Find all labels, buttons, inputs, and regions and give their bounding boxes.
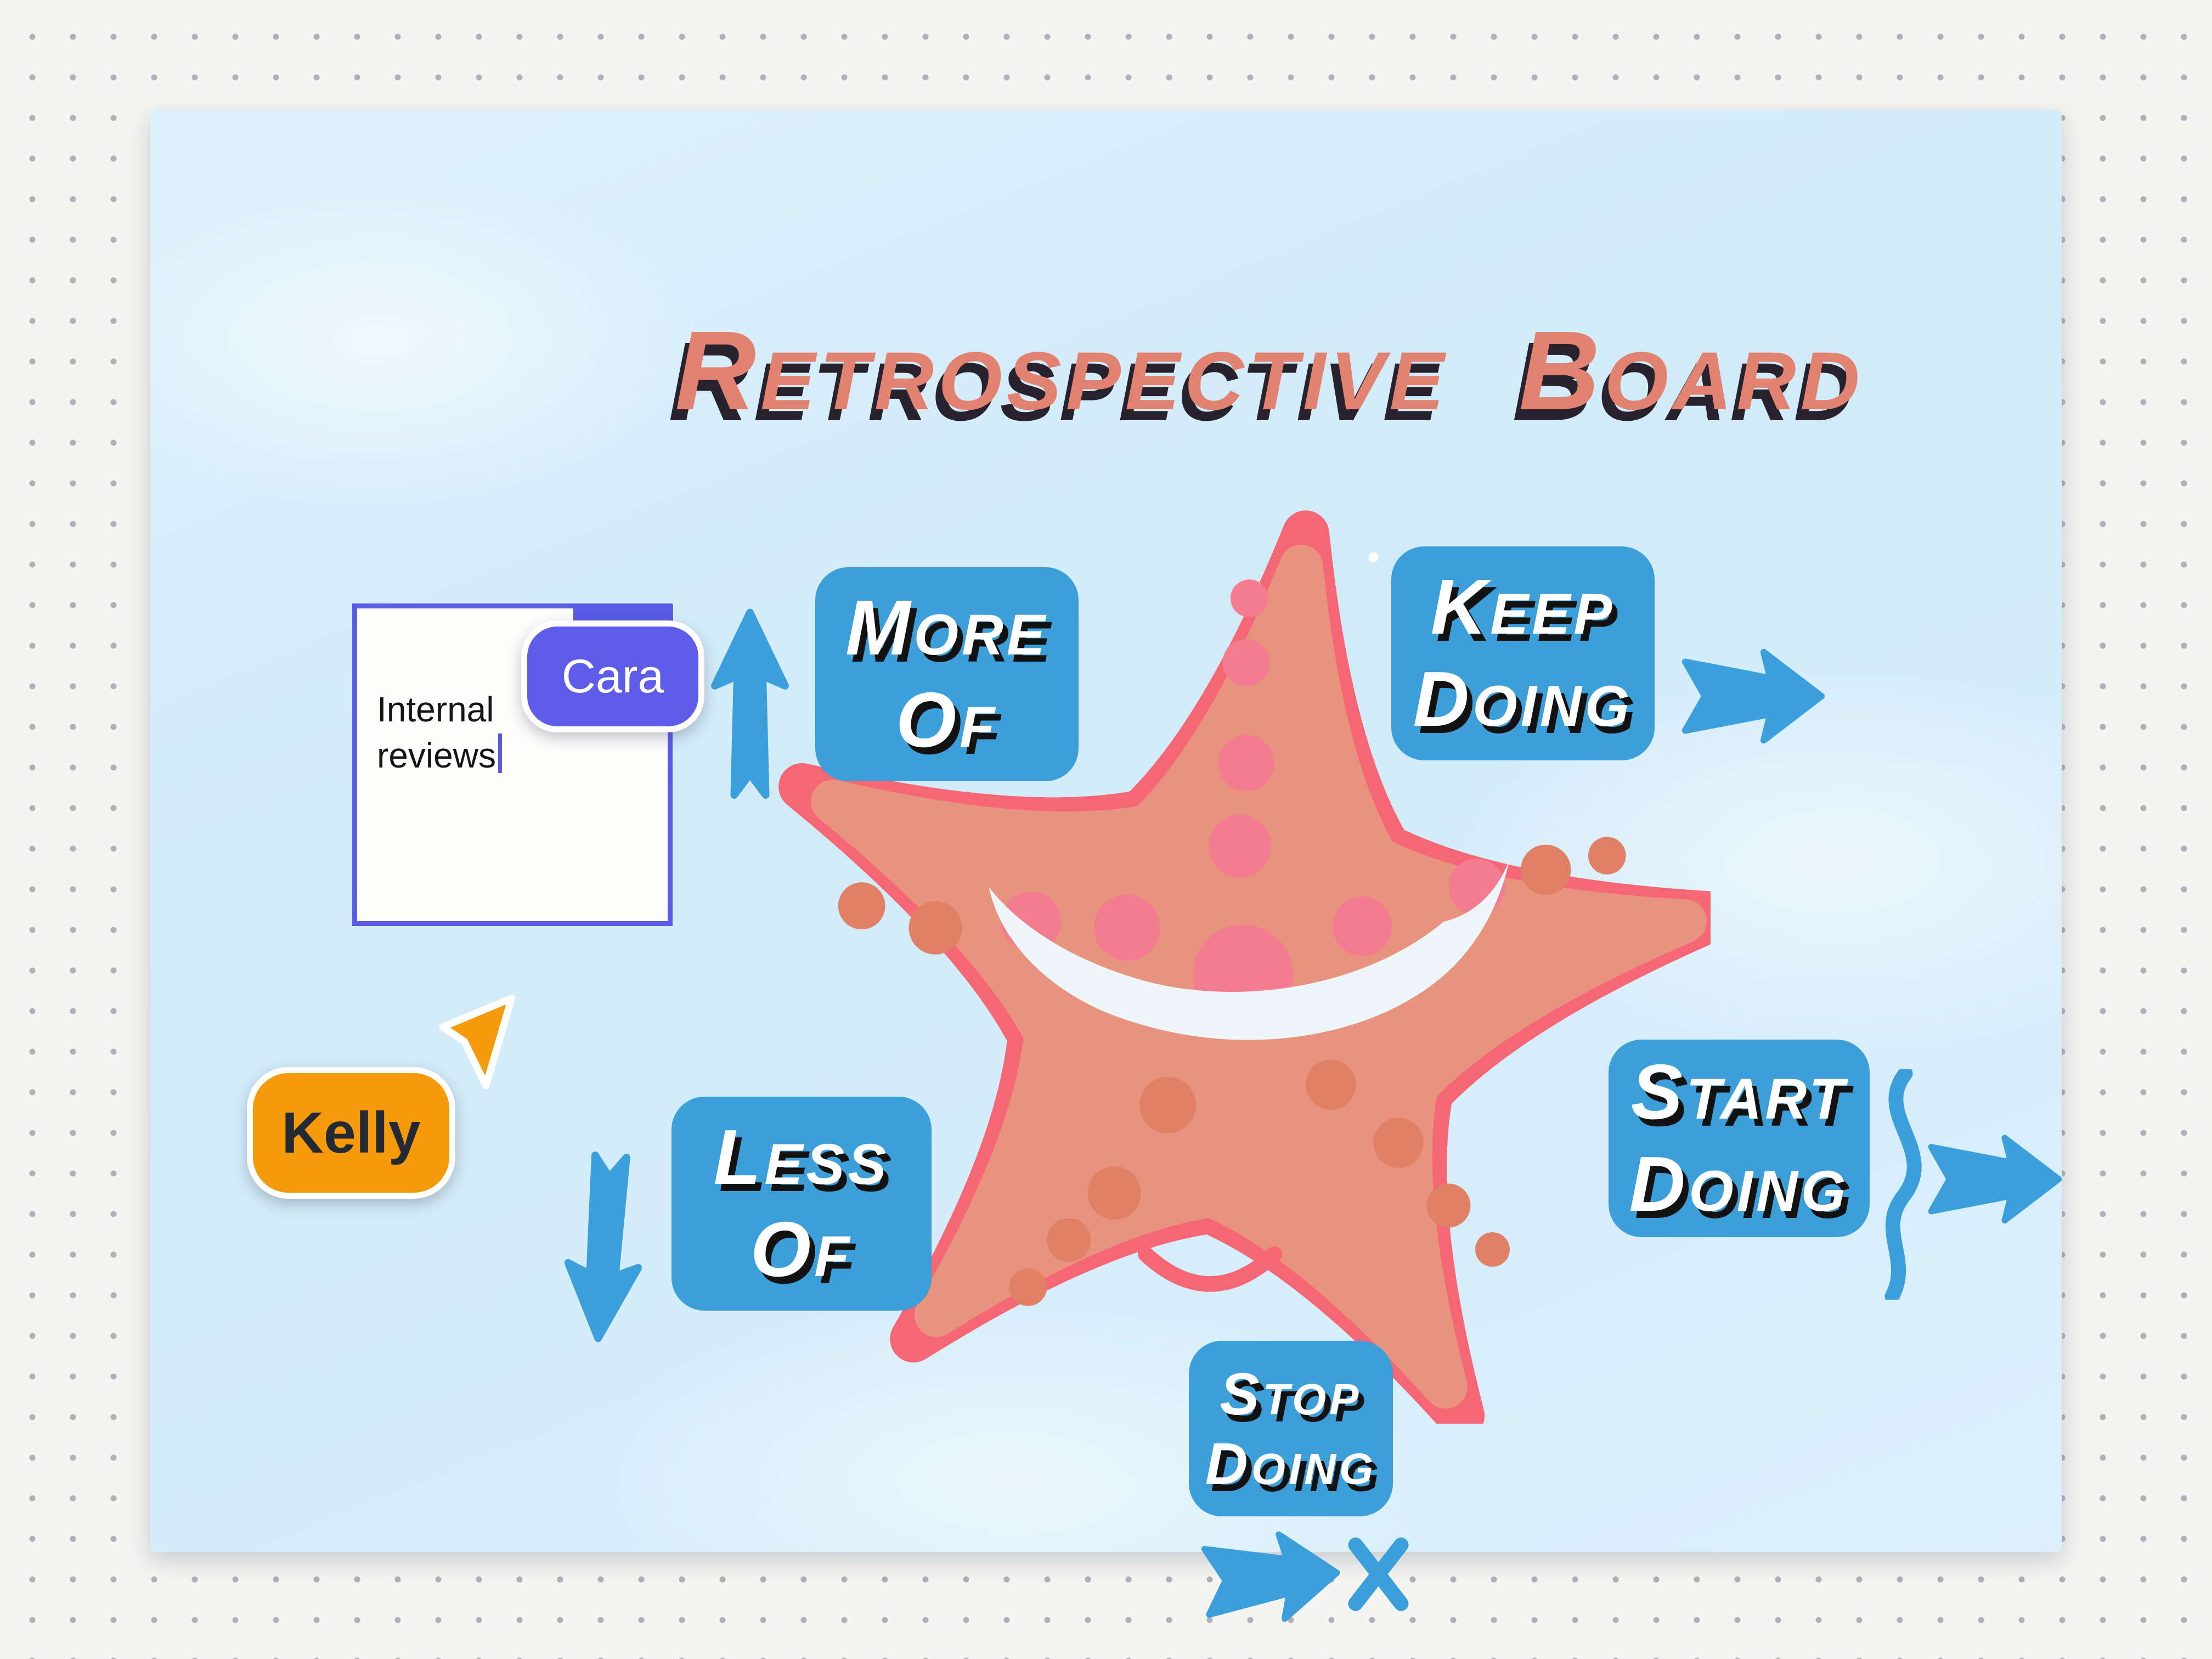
x-icon <box>1348 1537 1409 1611</box>
sticky-note-text[interactable]: Internal reviews <box>377 686 558 778</box>
category-box-keep-doing[interactable]: Keep doing <box>1391 546 1655 760</box>
squiggle-arrow-icon[interactable] <box>1870 1069 2068 1300</box>
collaborator-name: Kelly <box>281 1100 421 1165</box>
cara-selection-bar <box>573 605 673 622</box>
board-title-word1: Retrospective <box>675 308 1449 433</box>
category-label-line2: of <box>750 1206 853 1293</box>
collaborator-tag-cara: Cara <box>521 620 704 732</box>
starfish-smile <box>989 859 1510 1040</box>
board-title[interactable]: Retrospective Board <box>644 303 1895 438</box>
collaborator-tag-kelly: Kelly <box>247 1067 455 1199</box>
category-label-line2: of <box>895 676 998 764</box>
text-cursor-caret <box>498 733 502 773</box>
category-label-line2: doing <box>1205 1430 1377 1497</box>
starfish-illustration[interactable] <box>769 482 1711 1424</box>
category-box-less-of[interactable]: Less of <box>672 1097 932 1311</box>
category-label-line1: More <box>845 584 1048 672</box>
category-label-line2: doing <box>1629 1141 1849 1228</box>
category-label-line2: doing <box>1413 656 1633 743</box>
category-label-line1: Start <box>1630 1048 1848 1136</box>
up-arrow-icon[interactable] <box>709 600 791 811</box>
board-title-word2: Board <box>1519 308 1864 433</box>
category-box-stop-doing[interactable]: Stop doing <box>1189 1341 1393 1516</box>
right-arrow-icon[interactable] <box>1679 641 1826 751</box>
down-arrow-icon[interactable] <box>556 1137 653 1355</box>
stop-arrow-icon[interactable] <box>1199 1526 1410 1627</box>
starfish-leg-crease <box>1138 1246 1283 1292</box>
category-box-start-doing[interactable]: Start doing <box>1609 1040 1870 1237</box>
category-box-more-of[interactable]: More of <box>815 567 1079 781</box>
cursor-pointer-icon <box>439 994 516 1090</box>
starfish-spots-muted <box>838 837 1626 1306</box>
category-label-line1: Stop <box>1220 1360 1362 1427</box>
collaborator-name: Cara <box>561 650 664 703</box>
whiteboard[interactable]: Retrospective Board <box>150 110 2062 1622</box>
category-label-line1: Keep <box>1430 563 1616 651</box>
category-label-line1: Less <box>713 1114 890 1201</box>
